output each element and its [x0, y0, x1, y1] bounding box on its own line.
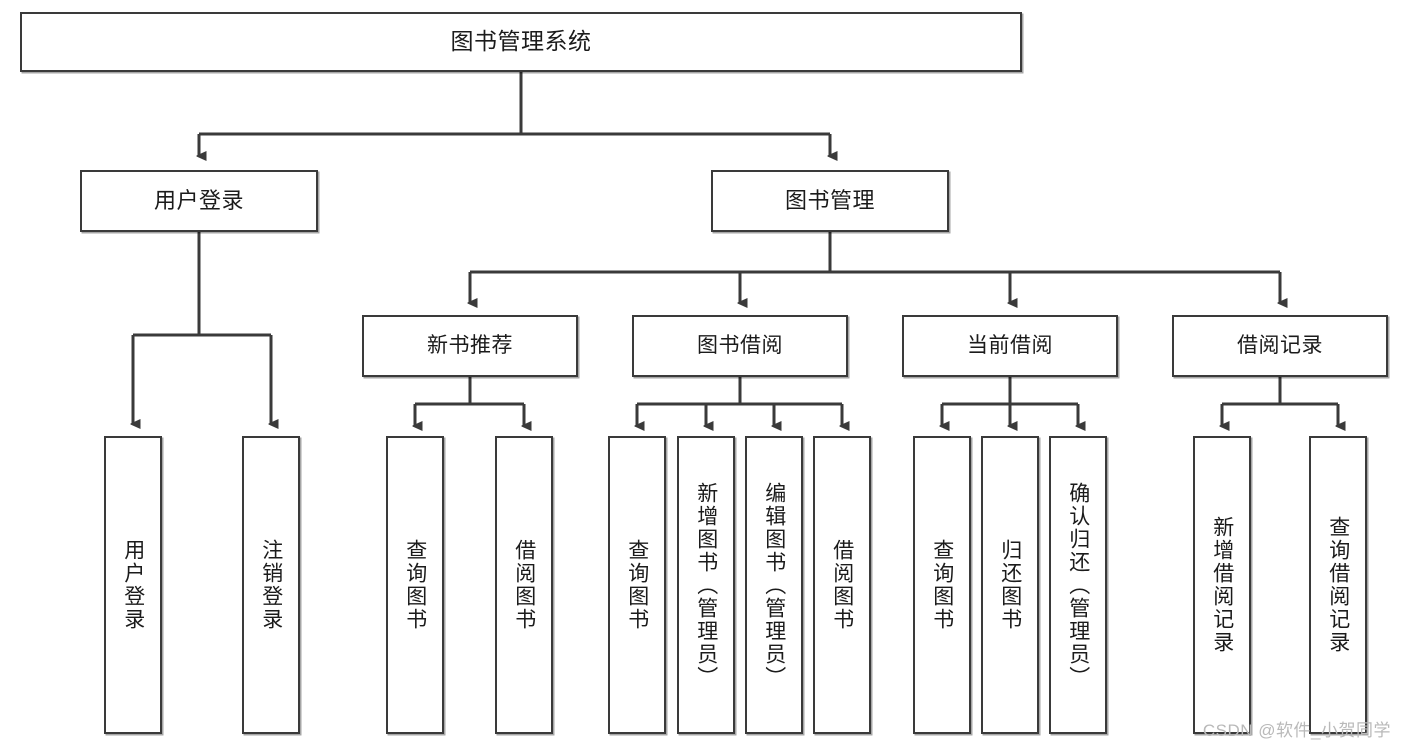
node-label: 借阅图书: [512, 539, 536, 631]
leaf-query-borrow-record[interactable]: 查询借阅记录: [1309, 436, 1367, 734]
leaf-add-borrow-record[interactable]: 新增借阅记录: [1193, 436, 1251, 734]
leaf-borrow-book-2[interactable]: 借阅图书: [813, 436, 871, 734]
node-label: 新书推荐: [427, 333, 513, 357]
node-label: 编辑图书（管理员）: [762, 481, 786, 689]
node-label: 借阅图书: [830, 539, 854, 631]
node-current-borrow[interactable]: 当前借阅: [902, 315, 1118, 377]
node-label: 用户登录: [153, 188, 244, 214]
leaf-confirm-return[interactable]: 确认归还（管理员）: [1049, 436, 1107, 734]
node-book-management-system[interactable]: 图书管理系统: [20, 12, 1022, 72]
leaf-query-book-2[interactable]: 查询图书: [608, 436, 666, 734]
leaf-logout-login[interactable]: 注销登录: [242, 436, 300, 734]
node-label: 查询借阅记录: [1326, 516, 1350, 654]
leaf-borrow-book-1[interactable]: 借阅图书: [495, 436, 553, 734]
leaf-query-book-1[interactable]: 查询图书: [386, 436, 444, 734]
node-label: 当前借阅: [967, 333, 1053, 357]
node-label: 确认归还（管理员）: [1066, 481, 1090, 689]
leaf-edit-book-admin[interactable]: 编辑图书（管理员）: [745, 436, 803, 734]
node-label: 图书管理: [784, 188, 875, 214]
node-user-login[interactable]: 用户登录: [80, 170, 318, 232]
node-label: 查询图书: [930, 539, 954, 631]
leaf-add-book-admin[interactable]: 新增图书（管理员）: [677, 436, 735, 734]
csdn-watermark: CSDN @软件_小贺同学: [1202, 721, 1391, 740]
node-label: 用户登录: [121, 539, 145, 631]
node-borrow-record[interactable]: 借阅记录: [1172, 315, 1388, 377]
node-label: 图书管理系统: [450, 28, 592, 55]
node-label: 图书借阅: [697, 333, 783, 357]
node-label: 新增图书（管理员）: [694, 481, 718, 689]
node-book-borrow[interactable]: 图书借阅: [632, 315, 848, 377]
leaf-query-book-3[interactable]: 查询图书: [913, 436, 971, 734]
node-new-book-recommend[interactable]: 新书推荐: [362, 315, 578, 377]
node-label: 注销登录: [259, 539, 283, 631]
node-label: 查询图书: [403, 539, 427, 631]
node-label: 借阅记录: [1237, 333, 1323, 357]
node-label: 新增借阅记录: [1210, 516, 1234, 654]
leaf-user-login[interactable]: 用户登录: [104, 436, 162, 734]
node-label: 查询图书: [625, 539, 649, 631]
leaf-return-book[interactable]: 归还图书: [981, 436, 1039, 734]
node-label: 归还图书: [998, 539, 1022, 631]
node-book-manage[interactable]: 图书管理: [711, 170, 949, 232]
